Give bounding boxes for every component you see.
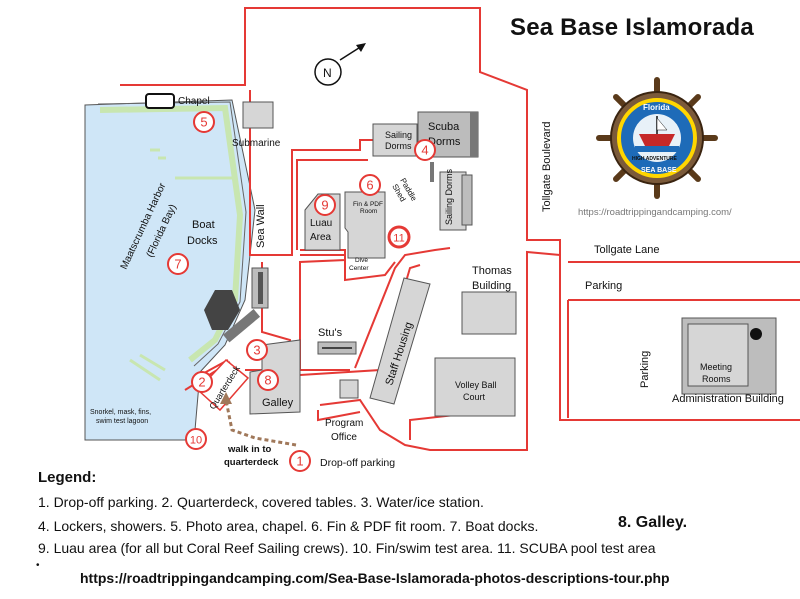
pier-walk bbox=[222, 309, 261, 343]
fin-pdf-label-1: Fin & PDF bbox=[353, 201, 383, 208]
marker-1: 1 bbox=[289, 450, 311, 472]
meeting-rooms-box bbox=[687, 323, 749, 387]
sailing-dorms-top-label-1: Sailing bbox=[385, 130, 412, 140]
dropoff-label: Drop-off parking bbox=[320, 457, 395, 469]
legend-heading: Legend: bbox=[38, 469, 97, 486]
scuba-dorms-shade bbox=[470, 112, 478, 157]
luau-label-1: Luau bbox=[310, 218, 332, 229]
galley-label: Galley bbox=[262, 397, 294, 409]
pier bbox=[204, 290, 240, 330]
boat-docks-label-2: Docks bbox=[187, 235, 218, 247]
compass: N bbox=[314, 43, 366, 86]
chapel-building bbox=[145, 93, 175, 109]
legend-bullet: • bbox=[36, 560, 40, 571]
dive-loop bbox=[300, 254, 396, 282]
map-title: Sea Base Islamorada bbox=[510, 14, 754, 41]
quarterdeck-area bbox=[196, 358, 250, 412]
small-building bbox=[339, 379, 359, 399]
fin-pdf-building bbox=[344, 191, 386, 259]
thomas-label-2: Building bbox=[472, 280, 511, 292]
walk-in-label-2: quarterdeck bbox=[224, 457, 279, 468]
marker-label: 4 bbox=[421, 143, 428, 158]
lagoon-label-1: Snorkel, mask, fins, bbox=[90, 409, 151, 416]
watermark: https://roadtrippingandcamping.com/ bbox=[578, 207, 732, 218]
meeting-rooms-label-1: Meeting bbox=[700, 362, 732, 372]
parking-top-label: Parking bbox=[585, 280, 622, 292]
thomas-label-1: Thomas bbox=[472, 265, 512, 277]
marker-8: 8 bbox=[257, 369, 279, 391]
admin-label: Administration Building bbox=[672, 393, 784, 405]
marker-label: 1 bbox=[296, 454, 303, 469]
tollgate-lane-label: Tollgate Lane bbox=[594, 244, 659, 256]
sailing-dorms-side-wing bbox=[461, 174, 473, 226]
paddle-shed-bar bbox=[430, 162, 434, 182]
walk-in-label-1: walk in to bbox=[227, 444, 271, 455]
chapel-label: Chapel bbox=[178, 96, 210, 107]
lagoon-label-2: swim test lagoon bbox=[96, 418, 148, 425]
marker-6: 6 bbox=[359, 174, 381, 196]
marker-7: 7 bbox=[167, 253, 189, 275]
volleyball-label-1: Volley Ball bbox=[455, 380, 497, 390]
sailing-dorms-top-building bbox=[372, 123, 418, 157]
stus-label: Stu's bbox=[318, 327, 343, 339]
marker-label: 8 bbox=[264, 373, 271, 388]
boat-docks-label-1: Boat bbox=[192, 219, 215, 231]
scuba-dorms-label-1: Scuba bbox=[428, 121, 460, 133]
legend-line-2: 4. Lockers, showers. 5. Photo area, chap… bbox=[38, 518, 539, 534]
marker-label: 3 bbox=[253, 343, 260, 358]
admin-dot bbox=[750, 328, 762, 340]
source-url[interactable]: https://roadtrippingandcamping.com/Sea-B… bbox=[80, 570, 670, 586]
legend-line-3: 9. Luau area (for all but Coral Reef Sai… bbox=[38, 540, 656, 556]
map-markers: 1 2 3 4 5 6 7 8 9 10 11 bbox=[167, 111, 436, 472]
marker-4: 4 bbox=[414, 139, 436, 161]
svg-text:HIGH ADVENTURE: HIGH ADVENTURE bbox=[632, 156, 677, 162]
meeting-rooms-label-2: Rooms bbox=[702, 374, 731, 384]
legend-galley-note: 8. Galley. bbox=[618, 514, 688, 531]
dive-center-label-2: Center bbox=[349, 265, 369, 272]
svg-text:N: N bbox=[323, 66, 332, 80]
marker-label: 2 bbox=[198, 375, 205, 390]
volleyball-court bbox=[434, 357, 516, 417]
sea-wall-inner bbox=[258, 272, 263, 304]
marker-label: 5 bbox=[200, 115, 207, 130]
marker-2: 2 bbox=[191, 371, 213, 393]
marker-label: 10 bbox=[190, 435, 202, 447]
marker-3: 3 bbox=[246, 339, 268, 361]
marker-label: 11 bbox=[393, 233, 404, 245]
marker-label: 9 bbox=[321, 198, 328, 213]
marker-9: 9 bbox=[314, 194, 336, 216]
svg-text:SEA BASE: SEA BASE bbox=[641, 167, 677, 174]
submarine-building bbox=[242, 101, 274, 129]
fin-pdf-label-2: Room bbox=[360, 208, 377, 215]
legend-line-1: 1. Drop-off parking. 2. Quarterdeck, cov… bbox=[38, 494, 484, 510]
dive-center-label-1: Dive bbox=[355, 257, 368, 264]
walk-in-arrow-head bbox=[220, 392, 232, 404]
luau-label-2: Area bbox=[310, 232, 332, 243]
marker-10: 10 bbox=[185, 428, 207, 450]
marker-label: 7 bbox=[174, 257, 181, 272]
volleyball-label-2: Court bbox=[463, 392, 486, 402]
program-office-label-1: Program bbox=[325, 418, 363, 429]
sailing-dorms-top-label-2: Dorms bbox=[385, 141, 412, 151]
sea-wall-label: Sea Wall bbox=[255, 204, 267, 248]
marker-11: 11 bbox=[387, 225, 411, 249]
sea-base-logo: Florida HIGH ADVENTURE SEA BASE bbox=[596, 77, 718, 199]
scuba-dorms-label-2: Dorms bbox=[428, 136, 461, 148]
thomas-building bbox=[461, 291, 517, 335]
staff-housing-building bbox=[369, 277, 431, 405]
marker-label: 6 bbox=[366, 178, 373, 193]
sailing-dorms-side-label: Sailing Dorms bbox=[444, 168, 454, 225]
tollgate-blvd-label: Tollgate Boulevard bbox=[541, 121, 553, 212]
parking-side-label: Parking bbox=[639, 351, 651, 388]
dock-fingers bbox=[129, 148, 240, 382]
harbor-dock-edge bbox=[97, 101, 247, 367]
harbor-dock bbox=[99, 104, 244, 363]
svg-text:Florida: Florida bbox=[643, 103, 670, 112]
submarine-label: Submarine bbox=[232, 138, 281, 149]
program-office-label-2: Office bbox=[331, 432, 357, 443]
marker-5: 5 bbox=[193, 111, 215, 133]
